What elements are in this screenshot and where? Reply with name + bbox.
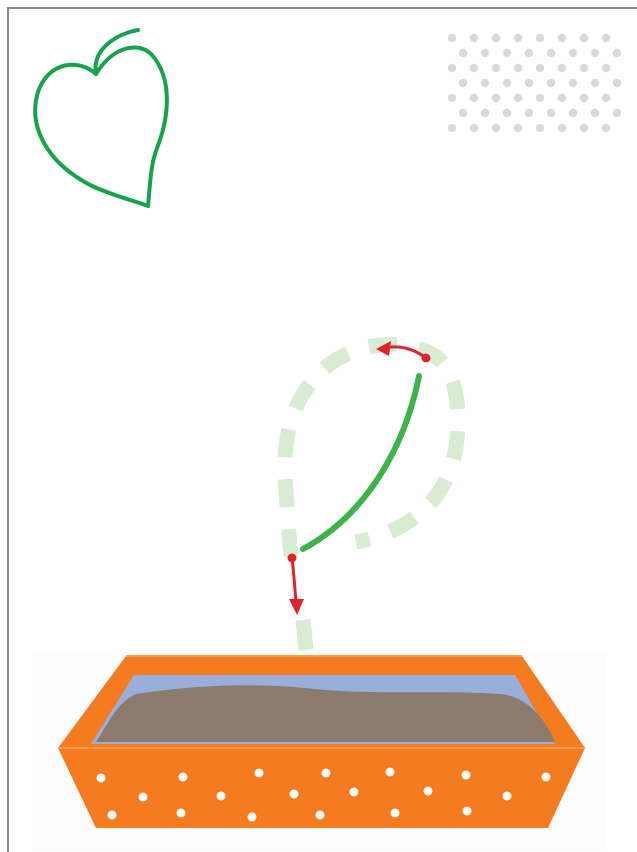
pattern-dot xyxy=(547,49,555,57)
pattern-dot xyxy=(459,109,467,117)
pattern-dot xyxy=(503,79,511,87)
planter-dot xyxy=(350,788,359,797)
dot-pattern xyxy=(448,34,621,132)
pattern-dot xyxy=(448,64,456,72)
planter-dot xyxy=(386,768,395,777)
planter-dot xyxy=(177,809,186,818)
pattern-dot xyxy=(492,34,500,42)
planter-dot xyxy=(217,792,226,801)
pattern-dot xyxy=(602,64,610,72)
pattern-dot xyxy=(580,124,588,132)
pattern-dot xyxy=(580,64,588,72)
pattern-dot xyxy=(569,79,577,87)
pattern-dot xyxy=(591,49,599,57)
pattern-dot xyxy=(470,124,478,132)
pattern-dot xyxy=(569,109,577,117)
pattern-dot xyxy=(470,64,478,72)
pattern-dot xyxy=(459,79,467,87)
planter-dot xyxy=(424,787,433,796)
planter-dot xyxy=(248,813,257,822)
pattern-dot xyxy=(613,79,621,87)
pattern-dot xyxy=(569,49,577,57)
pattern-dot xyxy=(492,64,500,72)
pattern-dot xyxy=(558,124,566,132)
pattern-dot xyxy=(602,124,610,132)
pattern-dot xyxy=(514,34,522,42)
planter-dot xyxy=(290,790,299,799)
planter-dot xyxy=(97,774,106,783)
pattern-dot xyxy=(503,49,511,57)
pattern-dot xyxy=(448,124,456,132)
arrow-bottom-icon xyxy=(288,554,305,616)
pattern-dot xyxy=(613,49,621,57)
pattern-dot xyxy=(448,34,456,42)
pattern-dot xyxy=(503,109,511,117)
pattern-dot xyxy=(580,94,588,102)
planter-dot xyxy=(322,769,331,778)
pattern-dot xyxy=(525,49,533,57)
pattern-dot xyxy=(514,94,522,102)
pattern-dot xyxy=(558,94,566,102)
pattern-dot xyxy=(470,94,478,102)
pattern-dot xyxy=(591,109,599,117)
pattern-dot xyxy=(536,64,544,72)
pattern-dot xyxy=(525,109,533,117)
planter-dot xyxy=(462,771,471,780)
pattern-dot xyxy=(514,64,522,72)
planter-dot xyxy=(503,792,512,801)
pattern-dot xyxy=(602,94,610,102)
pattern-dot xyxy=(547,109,555,117)
pattern-dot xyxy=(591,79,599,87)
pattern-dot xyxy=(558,64,566,72)
pattern-dot xyxy=(580,34,588,42)
leaf-icon xyxy=(35,30,167,206)
planter-dot xyxy=(316,811,325,820)
planter-dot xyxy=(391,809,400,818)
pattern-dot xyxy=(536,94,544,102)
pattern-dot xyxy=(470,34,478,42)
pattern-dot xyxy=(558,34,566,42)
pattern-dot xyxy=(492,124,500,132)
pattern-dot xyxy=(536,34,544,42)
pattern-dot xyxy=(481,79,489,87)
pattern-dot xyxy=(514,124,522,132)
pattern-dot xyxy=(459,49,467,57)
planter-dot xyxy=(108,811,117,820)
pattern-dot xyxy=(613,109,621,117)
pattern-dot xyxy=(481,49,489,57)
pattern-dot xyxy=(448,94,456,102)
planter-dot xyxy=(255,769,264,778)
pattern-dot xyxy=(525,79,533,87)
planter-dot xyxy=(179,773,188,782)
planter-dot xyxy=(139,793,148,802)
pattern-dot xyxy=(536,124,544,132)
planter-dot xyxy=(542,773,551,782)
planter-dot xyxy=(463,807,472,816)
pattern-dot xyxy=(602,34,610,42)
pattern-dot xyxy=(481,109,489,117)
pattern-dot xyxy=(547,79,555,87)
planter-box xyxy=(32,652,607,850)
pattern-dot xyxy=(492,94,500,102)
